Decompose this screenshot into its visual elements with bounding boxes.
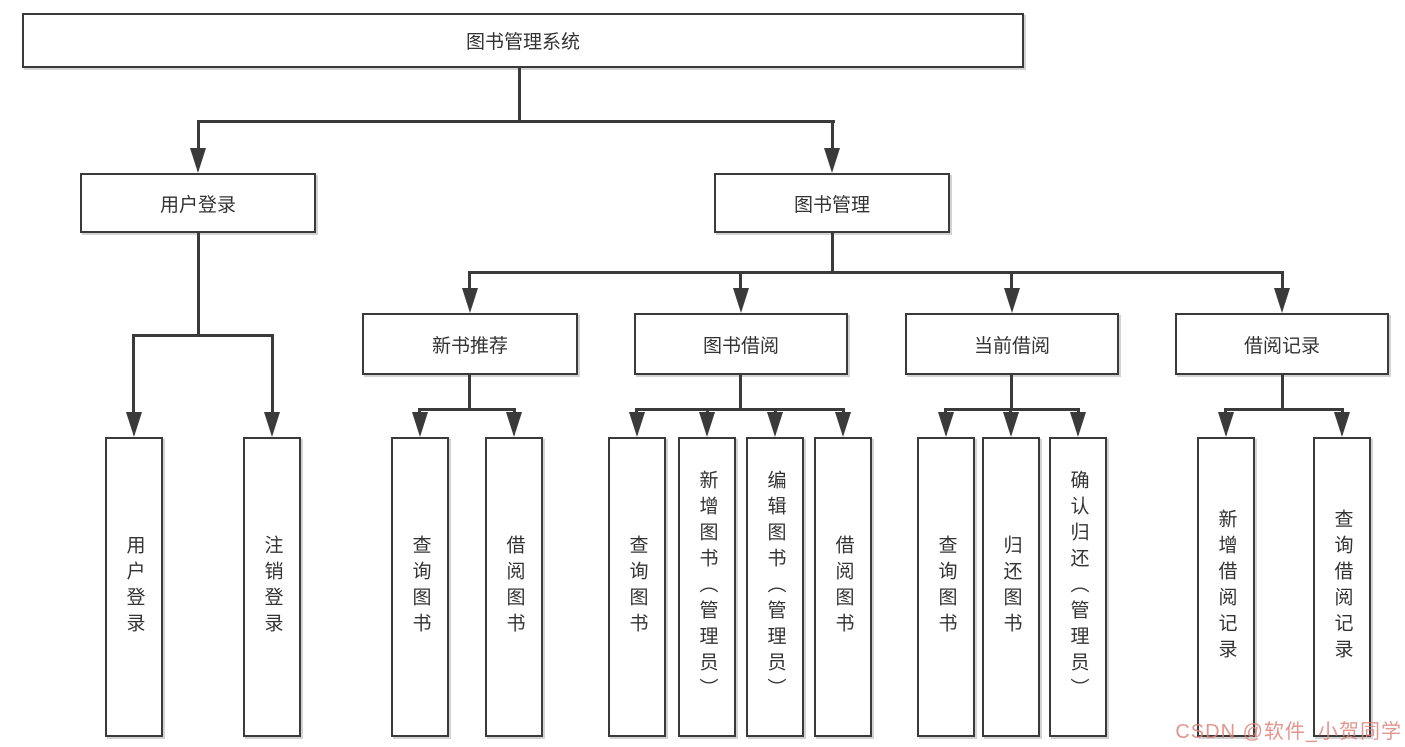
- leaf-confirm-return-admin: 确认归还（管理员）: [1049, 437, 1107, 737]
- node-book-borrow: 图书借阅: [634, 313, 848, 375]
- connector-arrow-down-icon: [412, 412, 428, 437]
- connector-arrow-down-icon: [506, 412, 522, 437]
- leaf-query-books-borrow: 查询图书: [608, 437, 666, 737]
- connector-line: [197, 120, 835, 123]
- connector-arrow-down-icon: [938, 412, 954, 437]
- connector-line: [739, 375, 742, 411]
- connector-arrow-down-icon: [1218, 412, 1234, 437]
- leaf-borrow-books-recommend: 借阅图书: [485, 437, 543, 737]
- leaf-user-login: 用户登录: [105, 437, 163, 737]
- connector-line: [831, 120, 834, 152]
- node-borrow-records: 借阅记录: [1175, 313, 1389, 375]
- node-new-book-recommend: 新书推荐: [362, 313, 578, 375]
- leaf-return-books: 归还图书: [982, 437, 1040, 737]
- connector-arrow-down-icon: [462, 288, 478, 313]
- connector-line: [468, 271, 1284, 274]
- connector-arrow-down-icon: [835, 412, 851, 437]
- connector-line: [518, 68, 521, 123]
- connector-arrow-down-icon: [1003, 412, 1019, 437]
- connector-line: [197, 120, 200, 152]
- leaf-query-books-recommend: 查询图书: [391, 437, 449, 737]
- node-user-login: 用户登录: [80, 173, 316, 233]
- connector-line: [944, 408, 1080, 411]
- connector-line: [271, 334, 274, 414]
- connector-arrow-down-icon: [1274, 288, 1290, 313]
- connector-line: [132, 334, 274, 337]
- connector-line: [1010, 375, 1013, 411]
- connector-arrow-down-icon: [699, 412, 715, 437]
- connector-arrow-down-icon: [264, 412, 280, 437]
- connector-arrow-down-icon: [733, 288, 749, 313]
- connector-line: [418, 408, 516, 411]
- leaf-add-borrow-record: 新增借阅记录: [1197, 437, 1255, 737]
- connector-arrow-down-icon: [767, 412, 783, 437]
- connector-arrow-down-icon: [190, 148, 206, 173]
- connector-line: [197, 233, 200, 337]
- leaf-query-borrow-record: 查询借阅记录: [1313, 437, 1371, 737]
- connector-line: [1010, 271, 1013, 291]
- connector-line: [1224, 408, 1344, 411]
- connector-arrow-down-icon: [1004, 288, 1020, 313]
- leaf-edit-books-admin: 编辑图书（管理员）: [746, 437, 804, 737]
- node-root: 图书管理系统: [22, 13, 1024, 68]
- leaf-add-books-admin: 新增图书（管理员）: [678, 437, 736, 737]
- watermark: CSDN @软件_小贺同学: [1175, 721, 1402, 743]
- node-current-borrow: 当前借阅: [905, 313, 1119, 375]
- connector-line: [1281, 375, 1284, 411]
- leaf-query-books-current: 查询图书: [917, 437, 975, 737]
- connector-arrow-down-icon: [824, 148, 840, 173]
- connector-line: [831, 233, 834, 274]
- connector-line: [739, 271, 742, 291]
- leaf-borrow-books: 借阅图书: [814, 437, 872, 737]
- leaf-logout: 注销登录: [243, 437, 301, 737]
- connector-line: [635, 408, 845, 411]
- connector-line: [468, 375, 471, 411]
- node-book-management: 图书管理: [714, 173, 950, 233]
- connector-line: [1281, 271, 1284, 291]
- connector-line: [468, 271, 471, 291]
- connector-arrow-down-icon: [126, 412, 142, 437]
- connector-arrow-down-icon: [1334, 412, 1350, 437]
- connector-arrow-down-icon: [629, 412, 645, 437]
- connector-line: [132, 334, 135, 414]
- connector-arrow-down-icon: [1070, 412, 1086, 437]
